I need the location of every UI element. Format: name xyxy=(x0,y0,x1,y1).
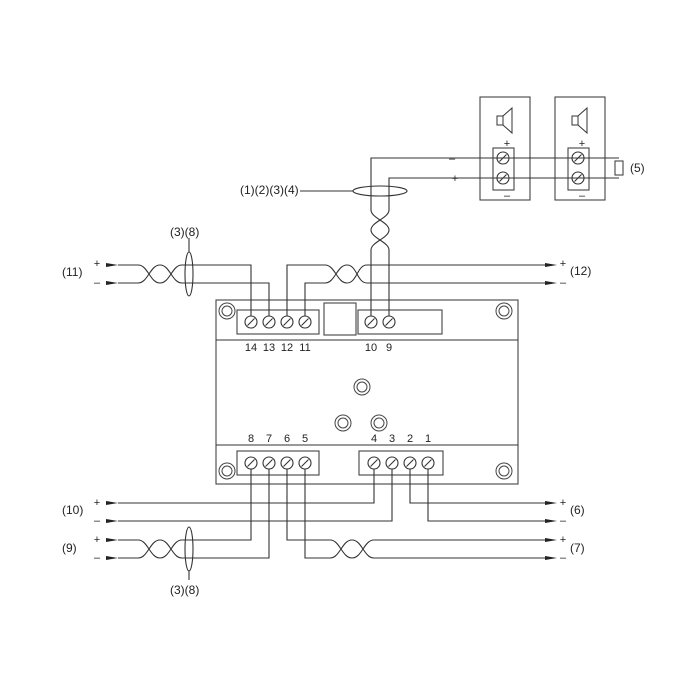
label-6: (6) xyxy=(570,503,585,517)
svg-text:–: – xyxy=(94,515,101,527)
bottom-terminal-numbers: 8 7 6 5 4 3 2 1 xyxy=(248,433,431,445)
svg-text:–: – xyxy=(579,190,586,202)
speaker-icon xyxy=(496,106,513,135)
input-pair-9 xyxy=(106,469,270,580)
svg-text:+: + xyxy=(560,497,566,509)
svg-text:+: + xyxy=(579,138,585,150)
svg-text:+: + xyxy=(504,138,510,150)
svg-text:–: – xyxy=(504,190,511,202)
terminal-1: 1 xyxy=(425,433,431,445)
label-12: (12) xyxy=(570,264,591,278)
terminal-9: 9 xyxy=(386,342,392,354)
eol-resistor xyxy=(590,157,624,179)
label-3-8-lower: (3)(8) xyxy=(170,583,199,597)
speaker-unit-left xyxy=(479,96,531,201)
module-housing xyxy=(215,299,519,485)
svg-text:–: – xyxy=(94,552,101,564)
terminal-3: 3 xyxy=(389,433,395,445)
svg-text:–: – xyxy=(560,552,567,564)
speaker-unit-right xyxy=(554,96,606,201)
svg-text:+: + xyxy=(94,534,100,546)
svg-text:–: – xyxy=(449,153,456,165)
svg-text:–: – xyxy=(94,277,101,289)
output-pair-12 xyxy=(286,263,557,316)
terminal-6: 6 xyxy=(284,433,290,445)
speaker-wiring xyxy=(300,157,593,316)
input-pair-11 xyxy=(106,238,270,316)
speaker-polarity-signs: + – + – xyxy=(504,138,586,202)
svg-text:+: + xyxy=(452,173,458,185)
label-10: (10) xyxy=(62,503,83,517)
terminal-10: 10 xyxy=(365,342,377,354)
svg-text:–: – xyxy=(560,277,567,289)
output-pair-6 xyxy=(409,469,557,523)
label-5: (5) xyxy=(630,161,645,175)
terminal-5: 5 xyxy=(302,433,308,445)
speaker-icon xyxy=(571,106,588,135)
svg-text:+: + xyxy=(560,258,566,270)
terminal-14: 14 xyxy=(245,342,257,354)
label-7: (7) xyxy=(570,541,585,555)
terminal-8: 8 xyxy=(248,433,254,445)
input-pair-10 xyxy=(106,469,393,523)
terminal-12: 12 xyxy=(281,342,293,354)
label-1-2-3-4: (1)(2)(3)(4) xyxy=(240,183,299,197)
svg-text:–: – xyxy=(560,515,567,527)
terminal-7: 7 xyxy=(266,433,272,445)
label-3-8-upper: (3)(8) xyxy=(170,225,199,239)
terminal-2: 2 xyxy=(407,433,413,445)
svg-text:+: + xyxy=(560,534,566,546)
terminal-13: 13 xyxy=(263,342,275,354)
terminal-4: 4 xyxy=(371,433,377,445)
label-9: (9) xyxy=(62,541,77,555)
label-11: (11) xyxy=(62,265,82,279)
output-pair-7 xyxy=(286,469,557,560)
svg-text:+: + xyxy=(94,497,100,509)
svg-text:+: + xyxy=(94,258,100,270)
terminal-11: 11 xyxy=(299,342,310,354)
top-terminal-numbers: 14 13 12 11 10 9 xyxy=(245,342,392,354)
